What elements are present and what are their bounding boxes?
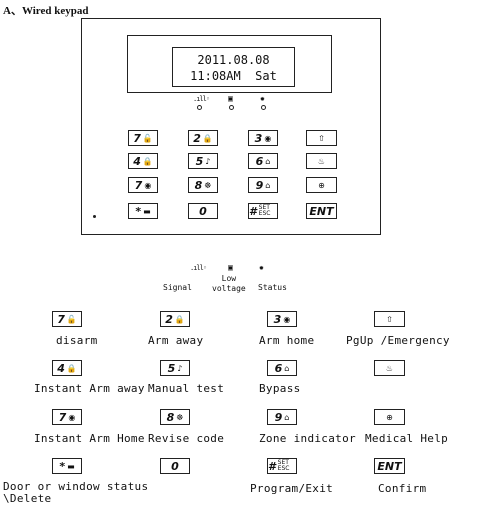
lcd-time: 11:08AM Sat (190, 69, 277, 83)
label-arm-home: Arm home (259, 334, 315, 347)
key-up[interactable]: ⇧ (306, 130, 337, 146)
battery-icon: ▣ (228, 263, 233, 272)
legend-key-0: 0 (160, 458, 190, 474)
voltage-led (229, 105, 234, 110)
keypad-panel (81, 18, 381, 235)
key-8[interactable]: 8☸ (188, 177, 218, 193)
legend-key-8: 8☸ (160, 409, 190, 425)
key-2[interactable]: 2🔒 (188, 130, 218, 146)
key-star[interactable]: *▬ (128, 203, 158, 219)
legend-key-6: 6⌂ (267, 360, 297, 376)
key-6[interactable]: 6⌂ (248, 153, 278, 169)
legend-key-4: 4🔒 (52, 360, 82, 376)
lcd-bezel (127, 35, 332, 93)
status-led (261, 105, 266, 110)
legend-key-3: 3◉ (267, 311, 297, 327)
legend-key-medical: ⊕ (374, 409, 405, 425)
label-program-exit: Program/Exit (250, 482, 334, 495)
key-0[interactable]: 0 (188, 203, 218, 219)
key-hash[interactable]: #SET ESC (248, 203, 278, 219)
key-emergency[interactable]: ♨ (306, 153, 337, 169)
key-medical[interactable]: ⊕ (306, 177, 337, 193)
label-pgup: PgUp /Emergency (346, 334, 450, 347)
lcd-display: 2011.08.08 11:08AM Sat (172, 47, 295, 87)
key-ent[interactable]: ENT (306, 203, 337, 219)
label-arm-away: Arm away (148, 334, 204, 347)
low-voltage-label: Low voltage (212, 274, 246, 293)
label-instant-arm-away: Instant Arm away (34, 382, 145, 395)
legend-key-hash: #SET ESC (267, 458, 297, 474)
label-bypass: Bypass (259, 382, 301, 395)
legend-key-1: 7🔓 (52, 311, 82, 327)
key-1[interactable]: 7🔓 (128, 130, 158, 146)
label-confirm: Confirm (378, 482, 427, 495)
lcd-date: 2011.08.08 (197, 53, 270, 67)
legend-key-2: 2🔒 (160, 311, 190, 327)
legend-key-emergency: ♨ (374, 360, 405, 376)
legend-key-up: ⇧ (374, 311, 405, 327)
battery-icon: ▣ (228, 94, 233, 103)
label-revise-code: Revise code (148, 432, 225, 445)
key-4[interactable]: 4🔒 (128, 153, 158, 169)
label-door-status: Door or window status \Delete (3, 480, 149, 505)
signal-led (197, 105, 202, 110)
mic-dot (93, 215, 96, 218)
signal-icon: .ıll◦ (190, 264, 207, 272)
gear-icon: ✹ (260, 94, 265, 103)
legend-key-9: 9⌂ (267, 409, 297, 425)
label-instant-arm-home: Instant Arm Home (34, 432, 145, 445)
gear-icon: ✹ (259, 263, 264, 272)
signal-icon: .ıll◦ (193, 95, 210, 103)
key-5[interactable]: 5♪ (188, 153, 218, 169)
section-heading: A、Wired keypad (3, 5, 89, 17)
key-3[interactable]: 3◉ (248, 130, 278, 146)
label-zone-indicator: Zone indicator (259, 432, 356, 445)
legend-key-5: 5♪ (160, 360, 190, 376)
label-disarm: disarm (56, 334, 98, 347)
legend-key-7: 7◉ (52, 409, 82, 425)
signal-label: Signal (163, 283, 192, 292)
label-manual-test: Manual test (148, 382, 225, 395)
key-9[interactable]: 9⌂ (248, 177, 278, 193)
label-medical-help: Medical Help (365, 432, 449, 445)
status-label: Status (258, 283, 287, 292)
legend-key-ent: ENT (374, 458, 405, 474)
key-7[interactable]: 7◉ (128, 177, 158, 193)
legend-key-star: *▬ (52, 458, 82, 474)
